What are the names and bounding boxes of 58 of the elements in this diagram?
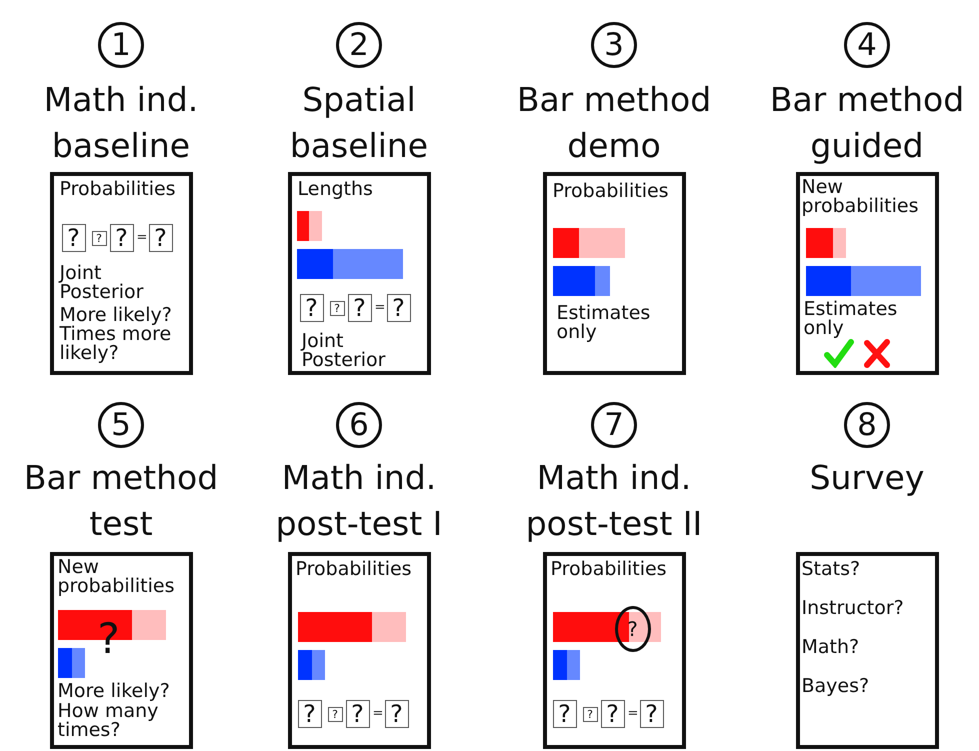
question-mark: ? — [98, 618, 120, 660]
answer-box: ? — [92, 231, 106, 246]
step-number: 8 — [844, 402, 890, 448]
prompt-text: Posterior — [302, 351, 386, 370]
panel-title: Bar method guided — [770, 80, 964, 165]
answer-box: ? — [346, 700, 370, 728]
panel-title: Math ind. post-test II — [526, 458, 702, 543]
prompt-text: How many times? — [58, 702, 158, 740]
panel-title: Spatial baseline — [290, 80, 428, 165]
step-number: 7 — [591, 402, 637, 448]
answer-box: ? — [62, 224, 86, 252]
answer-box: ? — [110, 224, 134, 252]
answer-box: ? — [552, 700, 576, 728]
card-heading: Lengths — [298, 180, 374, 199]
step-number: 3 — [591, 22, 637, 68]
step-number: 4 — [844, 22, 890, 68]
answer-box: ? — [384, 700, 408, 728]
prompt-text: Times more likely? — [60, 325, 172, 363]
prompt-text: Joint — [302, 332, 344, 351]
answer-box: ? — [148, 224, 172, 252]
answer-box: ? — [348, 294, 372, 322]
answer-box: ? — [386, 294, 410, 322]
panel-title: Bar method test — [24, 458, 218, 543]
prompt-text: Estimates only — [804, 300, 898, 338]
step-number: 5 — [98, 402, 144, 448]
equals-sign: = — [374, 301, 386, 314]
panel-title: Bar method demo — [516, 80, 712, 165]
panel-title: Math ind. baseline — [44, 80, 198, 165]
answer-box: ? — [582, 707, 598, 722]
equals-sign: = — [628, 707, 638, 720]
card-heading: Probabilities — [552, 182, 670, 201]
card-heading: Probabilities — [550, 560, 668, 579]
prompt-text: Instructor? — [802, 599, 905, 618]
equals-sign: = — [136, 231, 148, 244]
step-number: 1 — [98, 22, 144, 68]
card-heading: New probabilities — [58, 558, 176, 596]
equals-sign: = — [372, 707, 384, 720]
prompt-text: More likely? — [60, 306, 173, 325]
prompt-text: Bayes? — [802, 677, 870, 696]
panel-title: Survey — [810, 458, 924, 497]
prompt-text: Math? — [802, 638, 860, 657]
answer-box: ? — [298, 700, 322, 728]
answer-box: ? — [330, 301, 344, 316]
card-heading: Probabilities — [60, 180, 177, 199]
answer-box: ? — [600, 700, 624, 728]
answer-box: ? — [640, 700, 664, 728]
prompt-text: More likely? — [58, 682, 171, 701]
card-heading: New probabilities — [802, 178, 920, 216]
step-number: 6 — [336, 402, 382, 448]
prompt-text: Posterior — [60, 283, 144, 302]
step-number: 2 — [336, 22, 382, 68]
prompt-text: Estimates only — [556, 304, 652, 342]
card-heading: Stats? — [802, 560, 862, 579]
prompt-text: Joint — [60, 264, 102, 283]
answer-box: ? — [300, 294, 324, 322]
panel-title: Math ind. post-test I — [276, 458, 442, 543]
answer-box: ? — [328, 707, 342, 722]
card-heading: Probabilities — [296, 560, 413, 579]
